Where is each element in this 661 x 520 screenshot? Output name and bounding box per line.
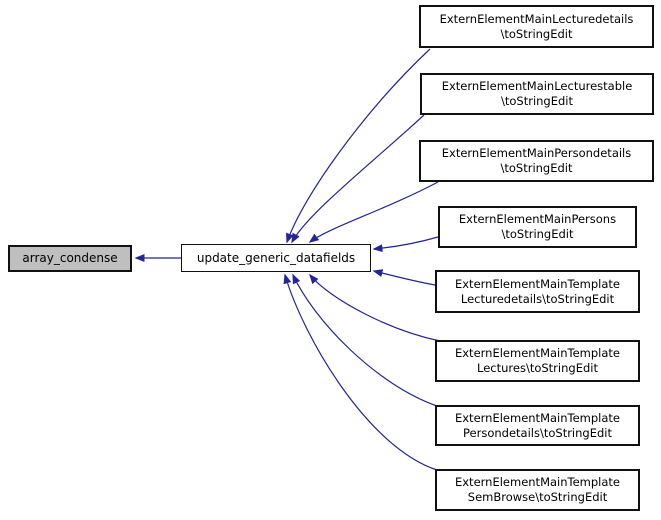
edge-caller-template-persondetails [292, 273, 438, 407]
node-label: array_condense [22, 251, 118, 265]
node-label-line1: ExternElementMainLecturestable [441, 79, 633, 93]
node-label-line2: Lecturedetails\toStringEdit [460, 291, 615, 306]
edge-caller-template-lectures [309, 273, 441, 342]
node-externelementmaintemplatepersondetails-tostringedit[interactable]: ExternElementMainTemplate Persondetails\… [435, 405, 640, 446]
node-label-line1: ExternElementMainPersons [458, 212, 617, 226]
node-label: update_generic_datafields [196, 250, 356, 265]
node-label-line1: ExternElementMainTemplate [454, 276, 620, 291]
node-label-line1: ExternElementMainLecturedetails [439, 11, 634, 26]
edge-caller-template-lecturedetails [372, 269, 436, 286]
node-label-line2: \toStringEdit [501, 227, 574, 241]
node-externelementmaintemplatelectures-tostringedit[interactable]: ExternElementMainTemplate Lectures\toStr… [435, 340, 640, 382]
node-label-line2: Lectures\toStringEdit [477, 361, 598, 375]
node-externelementmainlecturedetails-tostringedit[interactable]: ExternElementMainLecturedetails \toStrin… [419, 5, 654, 48]
node-externelementmainlecturestable-tostringedit[interactable]: ExternElementMainLecturestable \toString… [420, 73, 654, 115]
edge-caller-persons [372, 236, 439, 253]
node-externelementmaintemplatelecturedetails-tostringedit[interactable]: ExternElementMainTemplate Lecturedetails… [435, 270, 640, 313]
node-label-line1: ExternElementMainTemplate [454, 410, 620, 425]
node-label-line1: ExternElementMainTemplate [454, 475, 620, 489]
edge-caller-template-sembrowse [283, 273, 438, 471]
node-label-line2: \toStringEdit [500, 26, 573, 41]
node-externelementmainpersons-tostringedit[interactable]: ExternElementMainPersons \toStringEdit [438, 206, 637, 248]
node-externelementmaintemplatesembrowse-tostringedit[interactable]: ExternElementMainTemplate SemBrowse\toSt… [435, 469, 640, 511]
node-label-line2: \toStringEdit [500, 161, 573, 175]
node-array-condense[interactable]: array_condense [8, 245, 132, 272]
node-label-line2: \toStringEdit [500, 94, 573, 108]
edge-caller-lecturedetails [286, 48, 431, 244]
edge-caller-persondetails [308, 181, 439, 243]
node-label-line2: Persondetails\toStringEdit [463, 425, 612, 440]
node-externelementmainpersondetails-tostringedit[interactable]: ExternElementMainPersondetails \toString… [419, 140, 654, 182]
node-label-line1: ExternElementMainPersondetails [441, 146, 632, 160]
node-update-generic-datafields[interactable]: update_generic_datafields [181, 244, 371, 272]
node-label-line2: SemBrowse\toStringEdit [467, 490, 608, 504]
node-label-line1: ExternElementMainTemplate [454, 346, 620, 360]
edge-caller-lecturestable [291, 114, 425, 244]
